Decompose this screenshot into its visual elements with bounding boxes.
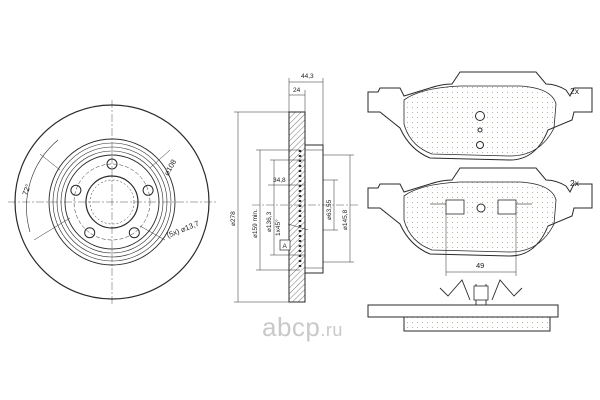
abcp-watermark: abcp.ru [262, 312, 343, 343]
bolt-hole-2 [142, 184, 154, 196]
side-friction-material [403, 316, 551, 332]
dim-disc-width: 24 [293, 87, 301, 94]
pad-top-hole-1 [475, 111, 485, 121]
bolt-holes-label: (5x) ⌀13,7 [165, 219, 200, 240]
dim-hat-diameter: ⌀136,3 [266, 211, 273, 232]
watermark-brand: abcp [262, 312, 321, 342]
pad-bottom-quantity: 2x [570, 178, 580, 188]
disc-section-view [234, 78, 360, 303]
side-backing-plate [367, 304, 559, 318]
hat-section [304, 144, 324, 274]
bolt-hole-3 [128, 227, 140, 239]
dim-chamfer: 1x45° [274, 219, 282, 236]
brake-pad-bottom [367, 167, 593, 276]
datum-label: A [283, 243, 288, 250]
watermark-domain: .ru [320, 320, 343, 340]
pad-top-hole-2 [476, 141, 484, 149]
hub-diameter-label: ⌀108 [162, 158, 178, 177]
pad-top-quantity: 2x [570, 86, 580, 96]
pad-dimension-49: 49 [476, 261, 484, 270]
pad-bottom-clip-left [445, 199, 465, 215]
dim-outer-diameter: ⌀278 [230, 211, 237, 226]
bolt-hole-5 [70, 184, 82, 196]
pad-bottom-hole [476, 203, 486, 213]
disc-front-view [8, 100, 216, 304]
dim-min-thickness: ⌀159 min. [252, 209, 259, 238]
angle-label: 72° [20, 183, 32, 197]
dim-offset: 34,8 [273, 177, 286, 184]
brake-pad-top [367, 71, 593, 161]
bolt-hole-1 [106, 158, 118, 170]
pad-top-hole-3 [477, 127, 483, 133]
dim-total-width: 44,3 [301, 73, 314, 80]
side-clip-body [473, 285, 489, 301]
dim-bore: ⌀63,55 [326, 199, 333, 220]
dim-hat-outer: ⌀145,8 [342, 209, 349, 230]
angle-arc [26, 139, 59, 233]
datum-box [279, 239, 291, 251]
pad-bottom-friction-material [403, 181, 557, 253]
pad-bottom-clip-right [497, 199, 517, 215]
friction-ring-section [288, 111, 306, 303]
brake-pad-side-view [367, 279, 559, 332]
bolt-hole-4 [84, 227, 96, 239]
